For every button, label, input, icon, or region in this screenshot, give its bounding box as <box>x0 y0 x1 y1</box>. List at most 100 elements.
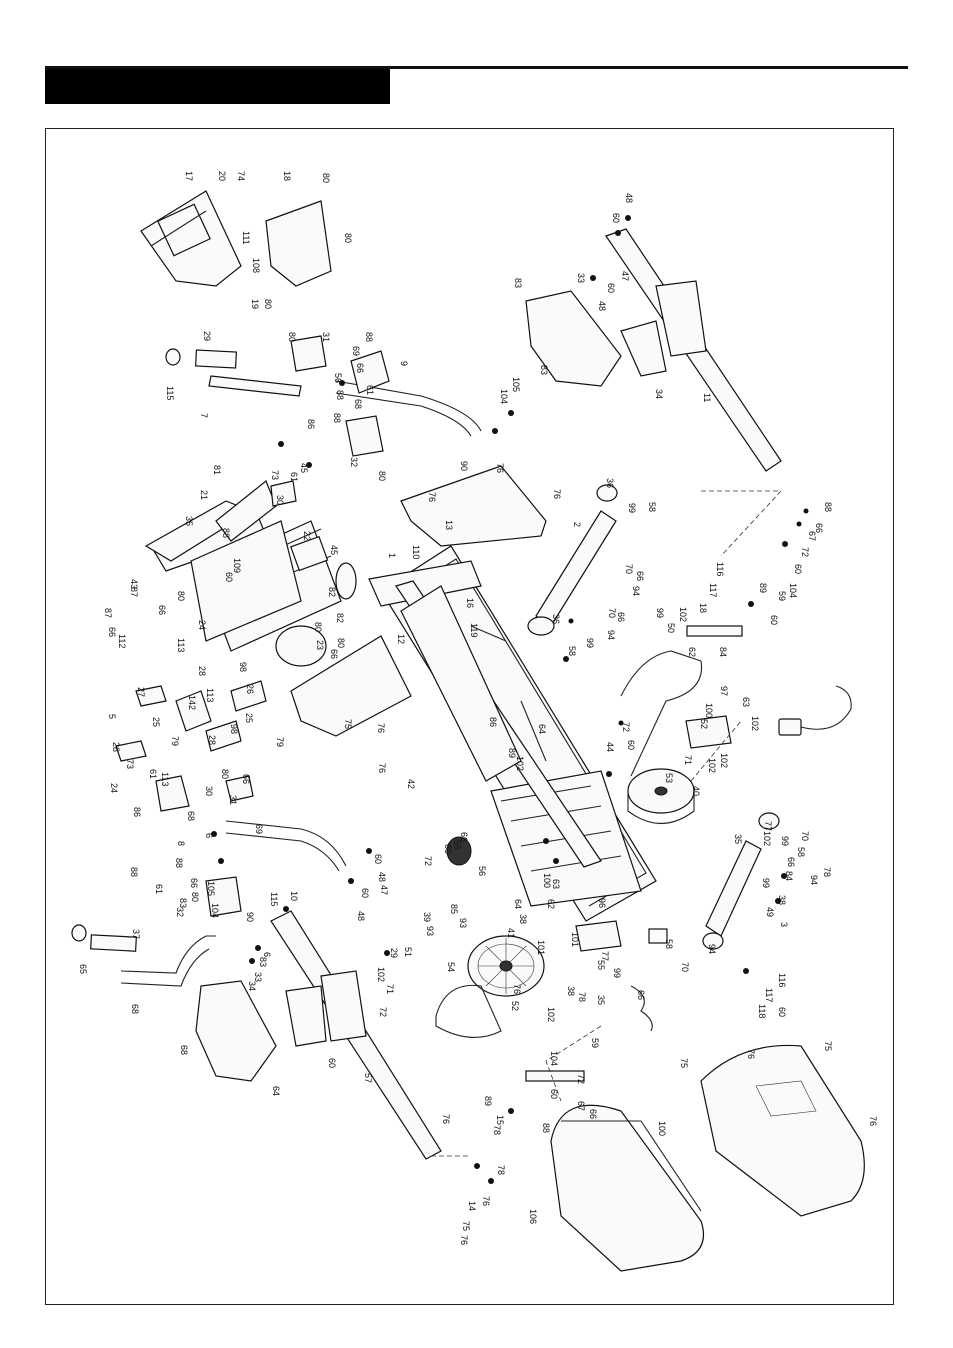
part-number-label: 60 <box>626 740 636 750</box>
part-number-label: 48 <box>597 301 607 311</box>
part-number-label: 102 <box>376 967 386 982</box>
part-number-label: 59 <box>590 1038 600 1048</box>
part-number-label: 38 <box>518 914 528 924</box>
part-number-label: 60 <box>777 1007 787 1017</box>
part-number-label: 76 <box>746 1049 756 1059</box>
part-number-label: 98 <box>238 662 248 672</box>
part-number-label: 11 <box>702 393 712 402</box>
part-number-label: 22 <box>302 531 312 541</box>
part-number-label: 99 <box>627 503 637 513</box>
part-number-label: 57 <box>363 1073 373 1083</box>
cover-32 <box>345 415 384 457</box>
power-adapter <box>778 685 852 736</box>
part-number-label: 28 <box>111 742 121 752</box>
drive-pulley <box>435 935 545 1038</box>
part-number-label: 106 <box>528 1209 538 1224</box>
part-number-label: 96 <box>597 898 607 908</box>
part-number-label: 86 <box>132 807 142 817</box>
rear-shroud-13 <box>400 465 547 547</box>
part-number-label: 36 <box>605 478 615 488</box>
part-number-label: 52 <box>699 719 709 729</box>
part-number-label: 68 <box>130 1004 140 1014</box>
part-number-label: 16 <box>465 598 475 608</box>
part-number-label: 100 <box>657 1121 667 1136</box>
part-number-label: 83 <box>539 365 549 375</box>
part-number-label: 84 <box>718 647 728 657</box>
part-number-label: 99 <box>780 836 790 846</box>
part-number-label: 94 <box>707 944 717 954</box>
part-number-label: 102 <box>546 1007 556 1022</box>
front-shroud <box>290 635 412 737</box>
part-number-label: 68 <box>186 811 196 821</box>
part-number-label: 90 <box>459 461 469 471</box>
part-number-label: 58 <box>796 847 806 857</box>
part-number-label: 56 <box>477 866 487 876</box>
bracket-52-upper <box>685 715 732 749</box>
part-number-label: 78 <box>496 1165 506 1175</box>
part-number-label: 73 <box>270 470 280 480</box>
part-number-label: 113 <box>205 688 215 702</box>
part-number-label: 88 <box>541 1123 551 1133</box>
part-number-label: 47 <box>620 271 630 281</box>
cover-31 <box>290 335 327 372</box>
rail-16 <box>400 585 522 782</box>
part-number-label: 66 <box>814 523 824 533</box>
dashed-guides <box>431 490 782 1157</box>
crank-2 <box>535 510 617 627</box>
part-number-label: 31 <box>321 332 331 342</box>
part-number-label: 83 <box>258 957 268 967</box>
part-number-label: 79 <box>170 736 180 746</box>
part-number-label: 80 <box>336 638 346 648</box>
part-number-label: 19 <box>250 299 260 309</box>
part-number-label: 117 <box>708 583 718 597</box>
part-number-label: 65 <box>78 964 88 974</box>
pedal-33-upper <box>525 290 622 387</box>
part-number-label: 111 <box>241 231 251 245</box>
part-number-label: 89 <box>507 748 517 758</box>
part-number-label: 38 <box>566 986 576 996</box>
part-number-label: 88 <box>823 502 833 512</box>
part-number-label: 66 <box>157 605 167 615</box>
part-number-label: 27 <box>136 687 146 697</box>
part-number-label: 101 <box>536 940 546 955</box>
part-number-label: 51 <box>403 947 413 957</box>
part-number-label: 108 <box>251 258 261 273</box>
part-number-label: 72 <box>621 722 631 732</box>
part-number-label: 61 <box>365 385 375 395</box>
part-number-label: 60 <box>443 844 453 854</box>
block-142 <box>230 680 267 712</box>
part-number-label: 5 <box>107 714 117 719</box>
part-number-label: 6 <box>262 952 272 957</box>
hardware-dots <box>211 215 809 1184</box>
part-number-label: 76 <box>441 1114 451 1124</box>
part-number-label: 64 <box>513 899 523 909</box>
part-number-label: 76 <box>376 723 386 733</box>
part-number-label: 66 <box>189 878 199 888</box>
part-number-label: 80 <box>313 622 323 632</box>
part-number-label: 81 <box>212 465 222 475</box>
pedal-strap-34-upper <box>620 320 667 377</box>
part-number-label: 60 <box>224 572 234 582</box>
block-25 <box>205 720 242 752</box>
part-number-label: 105 <box>206 881 216 896</box>
part-number-label: 40 <box>691 786 701 796</box>
part-number-label: 55 <box>596 960 606 970</box>
part-number-label: 63 <box>741 697 751 707</box>
part-number-label: 42 <box>406 779 416 789</box>
cover-31-lower <box>155 775 190 812</box>
part-number-label: 99 <box>585 638 595 648</box>
part-number-label: 102 <box>707 758 717 773</box>
rail-49 <box>525 1070 585 1082</box>
part-number-label: 35 <box>596 995 606 1005</box>
part-number-label: 87 <box>103 608 113 618</box>
part-number-label: 28 <box>197 666 207 676</box>
lever-24 <box>115 740 147 762</box>
part-number-label: 43 <box>129 579 139 589</box>
shroud-14-edge <box>561 1120 702 1212</box>
part-number-label: 60 <box>769 615 779 625</box>
part-number-label: 80 <box>220 769 230 779</box>
part-number-label: 38 <box>777 895 787 905</box>
part-number-label: 67 <box>807 531 817 541</box>
bracket-52 <box>575 920 622 952</box>
sensor-54 <box>648 928 668 944</box>
